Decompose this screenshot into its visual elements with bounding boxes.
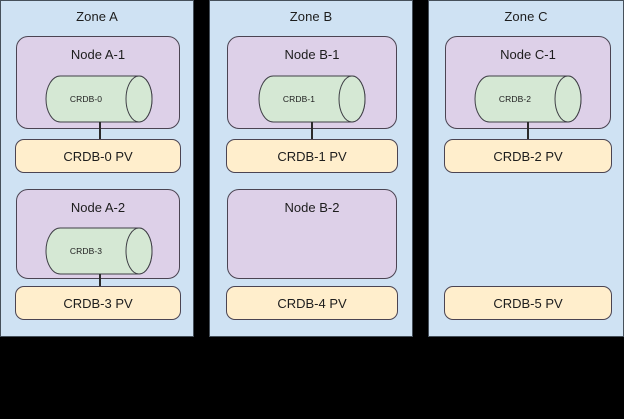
pv-box: CRDB-3 PV	[15, 286, 181, 320]
zone-title: Zone A	[76, 9, 118, 24]
database-cylinder: CRDB-3	[45, 227, 153, 275]
node-pv-connector	[99, 122, 101, 139]
database-label: CRDB-1	[282, 94, 316, 104]
node-title: Node B-2	[284, 200, 340, 215]
node-title: Node B-1	[284, 47, 340, 62]
node-title: Node C-1	[500, 47, 556, 62]
pv-label: CRDB-0 PV	[63, 148, 133, 164]
pv-label: CRDB-5 PV	[493, 295, 563, 311]
pv-box: CRDB-5 PV	[444, 286, 612, 320]
node-pv-connector	[99, 274, 101, 286]
pv-label: CRDB-3 PV	[63, 295, 133, 311]
zone-title: Zone B	[289, 9, 333, 24]
node-pv-connector	[527, 122, 529, 139]
database-label: CRDB-2	[498, 94, 532, 104]
database-label: CRDB-0	[69, 94, 103, 104]
database-cylinder: CRDB-2	[474, 75, 582, 123]
database-cylinder: CRDB-1	[258, 75, 366, 123]
pv-box: CRDB-2 PV	[444, 139, 612, 173]
database-cylinder: CRDB-0	[45, 75, 153, 123]
database-label: CRDB-3	[69, 246, 103, 256]
pv-box: CRDB-1 PV	[226, 139, 398, 173]
pv-label: CRDB-1 PV	[277, 148, 347, 164]
zone-title: Zone C	[504, 9, 548, 24]
pv-box: CRDB-4 PV	[226, 286, 398, 320]
pv-box: CRDB-0 PV	[15, 139, 181, 173]
node-box: Node B-2	[227, 189, 397, 279]
pv-label: CRDB-2 PV	[493, 148, 563, 164]
node-title: Node A-1	[70, 47, 126, 62]
node-title: Node A-2	[70, 200, 126, 215]
pv-label: CRDB-4 PV	[277, 295, 347, 311]
node-pv-connector	[311, 122, 313, 139]
